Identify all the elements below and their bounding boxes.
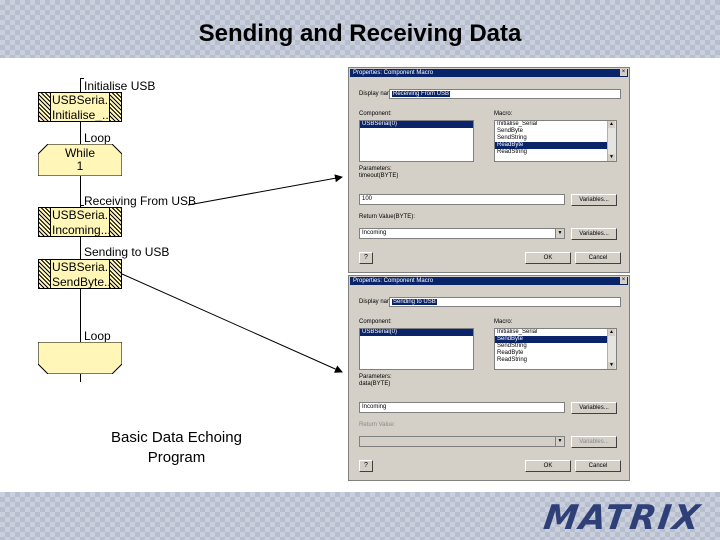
caption: Basic Data Echoing Program <box>111 429 242 466</box>
macro-hatch <box>109 208 121 236</box>
macro-block-initialise[interactable]: USBSeria... Initialise_... <box>38 92 122 122</box>
display-name-input[interactable]: Sending to USB <box>389 297 621 307</box>
macro-list[interactable]: Initialise_Serial SendByte SendString Re… <box>494 120 617 162</box>
matrix-logo: MATRIX <box>541 498 704 538</box>
list-item[interactable]: Initialise_Serial <box>497 121 538 127</box>
flow-line <box>80 78 81 92</box>
variables-button[interactable]: Variables... <box>571 228 617 240</box>
variables-button[interactable]: Variables... <box>571 194 617 206</box>
parameter-input[interactable]: 100 <box>359 194 565 205</box>
macro-block-receiving[interactable]: USBSeria... Incoming... <box>38 207 122 237</box>
cancel-button[interactable]: Cancel <box>575 252 621 264</box>
flow-line <box>80 237 81 259</box>
scroll-down-icon[interactable]: ▼ <box>608 362 615 369</box>
list-item[interactable]: ReadByte <box>497 350 524 356</box>
return-value-select[interactable]: Incoming ▼ <box>359 228 565 239</box>
parameter-input[interactable]: Incoming <box>359 402 565 413</box>
label-loop-bottom: Loop <box>84 329 111 343</box>
scroll-down-icon[interactable]: ▼ <box>608 154 615 161</box>
list-item[interactable]: SendByte <box>497 128 524 134</box>
macro-label: Macro: <box>494 111 513 117</box>
component-label: Component: <box>359 319 392 325</box>
dialog-titlebar[interactable]: Properties: Component Macro × <box>350 277 628 285</box>
macro-text: USBSeria... Initialise_... <box>52 93 110 122</box>
flow-line <box>80 78 84 79</box>
return-value-label: Return Value(BYTE): <box>359 214 415 220</box>
ok-button[interactable]: OK <box>525 252 571 264</box>
display-name-input[interactable]: Receiving From USB <box>389 89 621 99</box>
footer-band <box>0 492 720 540</box>
flow-line <box>80 205 84 206</box>
component-list[interactable]: USBSerial(0) <box>359 328 474 370</box>
list-item[interactable]: USBSerial(0) <box>360 121 473 128</box>
help-button[interactable]: ? <box>359 460 373 472</box>
header-band <box>0 0 720 58</box>
list-item[interactable]: ReadByte <box>495 142 616 149</box>
scrollbar[interactable]: ▲ ▼ <box>607 121 616 161</box>
macro-hatch <box>109 260 121 288</box>
parameters-label: Parameters: <box>359 374 392 380</box>
scrollbar[interactable]: ▲ ▼ <box>607 329 616 369</box>
properties-dialog-sending: Properties: Component Macro × Display na… <box>348 275 630 481</box>
macro-hatch <box>39 208 51 236</box>
return-value-select: ▼ <box>359 436 565 447</box>
display-name-label: Display name: <box>359 91 398 97</box>
list-item[interactable]: SendByte <box>495 336 616 343</box>
component-label: Component: <box>359 111 392 117</box>
macro-block-sending[interactable]: USBSeria... SendByte... <box>38 259 122 289</box>
macro-hatch <box>109 93 121 121</box>
macro-list[interactable]: Initialise_Serial SendByte SendString Re… <box>494 328 617 370</box>
flow-line <box>80 289 81 342</box>
macro-hatch <box>39 260 51 288</box>
list-item[interactable]: ReadString <box>497 357 528 363</box>
cancel-button[interactable]: Cancel <box>575 460 621 472</box>
flow-line <box>80 122 81 144</box>
scroll-up-icon[interactable]: ▲ <box>608 329 615 336</box>
scroll-up-icon[interactable]: ▲ <box>608 121 615 128</box>
macro-label: Macro: <box>494 319 513 325</box>
close-icon[interactable]: × <box>620 69 627 76</box>
chevron-down-icon[interactable]: ▼ <box>555 229 564 238</box>
parameter-name-label: timeout(BYTE) <box>359 173 399 179</box>
while-loop-block[interactable] <box>38 144 122 176</box>
help-button[interactable]: ? <box>359 252 373 264</box>
while-loop-text: While 1 <box>64 146 95 173</box>
macro-text: USBSeria... SendByte... <box>52 260 110 289</box>
parameters-label: Parameters: <box>359 166 392 172</box>
macro-hatch <box>39 93 51 121</box>
parameter-name-label: data(BYTE) <box>359 381 391 387</box>
label-initialise-usb: Initialise USB <box>84 79 156 93</box>
flowchart: Initialise USB USBSeria... Initialise_..… <box>0 0 340 490</box>
flow-line <box>80 176 81 207</box>
loop-end-block[interactable] <box>38 342 122 374</box>
list-item[interactable]: ReadString <box>497 149 528 155</box>
label-receiving-from-usb: Receiving From USB <box>84 194 197 208</box>
list-item[interactable]: SendString <box>497 343 527 349</box>
component-list[interactable]: USBSerial(0) <box>359 120 474 162</box>
ok-button[interactable]: OK <box>525 460 571 472</box>
variables-button[interactable]: Variables... <box>571 402 617 414</box>
list-item[interactable]: Initialise_Serial <box>497 329 538 335</box>
macro-text: USBSeria... Incoming... <box>52 208 110 237</box>
flow-line <box>80 374 81 382</box>
label-sending-to-usb: Sending to USB <box>84 245 170 259</box>
variables-button: Variables... <box>571 436 617 448</box>
slide-title: Sending and Receiving Data <box>198 20 522 47</box>
label-loop-top: Loop <box>84 131 111 145</box>
return-value-label: Return Value: <box>359 422 396 428</box>
properties-dialog-receiving: Properties: Component Macro × Display na… <box>348 67 630 273</box>
chevron-down-icon: ▼ <box>555 437 564 446</box>
list-item[interactable]: USBSerial(0) <box>360 329 473 336</box>
display-name-label: Display name: <box>359 299 398 305</box>
list-item[interactable]: SendString <box>497 135 527 141</box>
dialog-titlebar[interactable]: Properties: Component Macro × <box>350 69 628 77</box>
close-icon[interactable]: × <box>620 277 627 284</box>
